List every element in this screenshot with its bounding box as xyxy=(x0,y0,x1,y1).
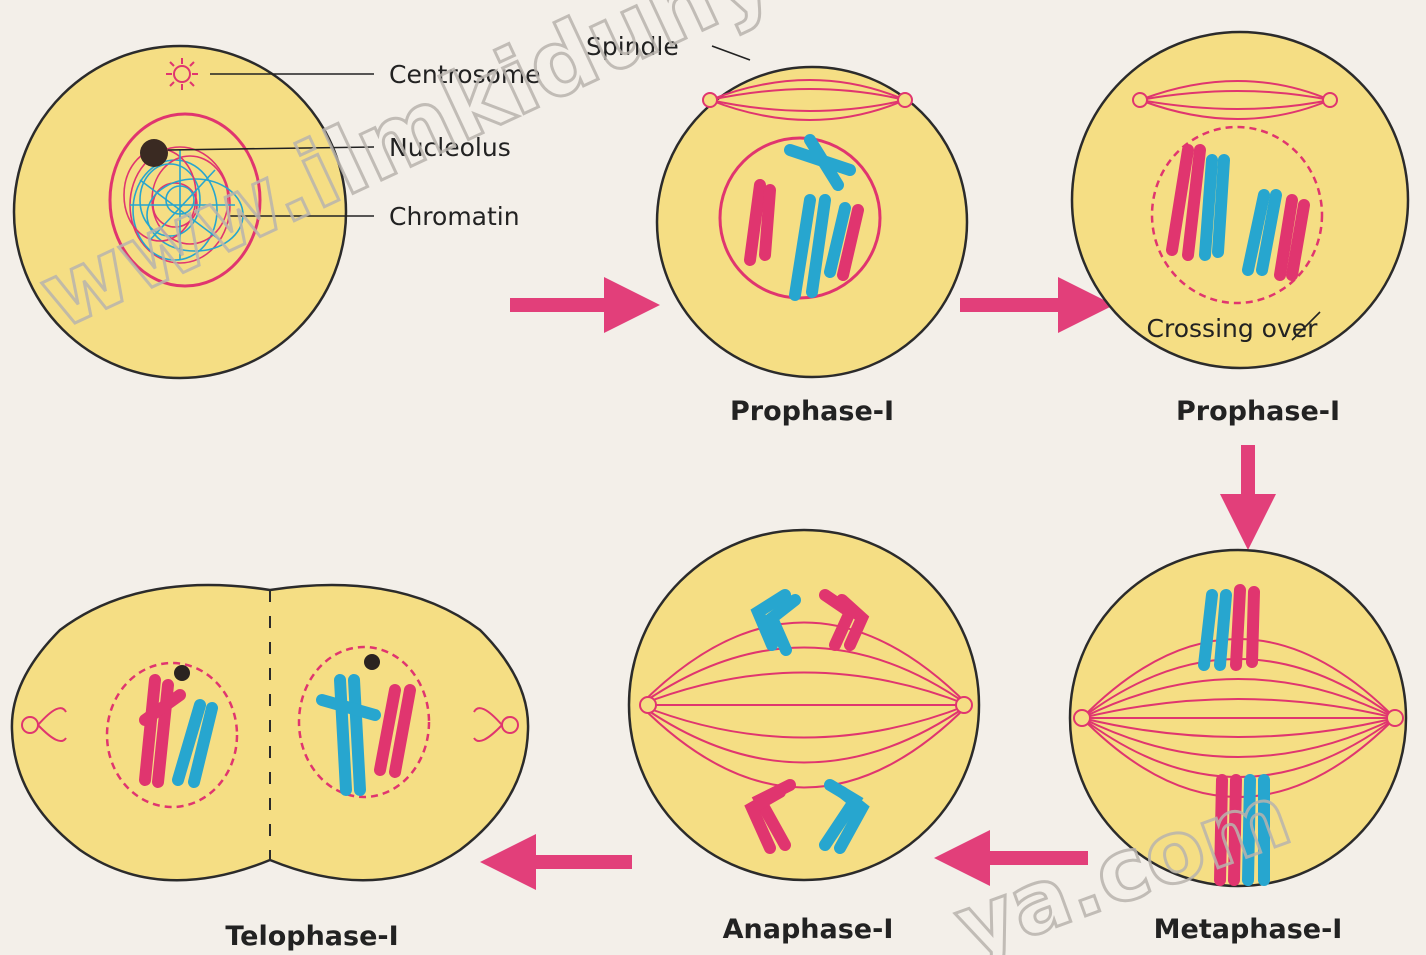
nucleolus-dot xyxy=(174,665,190,681)
nucleolus-dot xyxy=(364,654,380,670)
cell-telophase xyxy=(12,585,528,880)
nucleolus-dot xyxy=(140,139,168,167)
stage-title-metaphase: Metaphase-I xyxy=(1154,914,1343,945)
stage-title-telophase: Telophase-I xyxy=(225,921,398,952)
cell-anaphase xyxy=(629,530,979,880)
stage-title-anaphase: Anaphase-I xyxy=(723,914,894,945)
stage-title-prophase-1: Prophase-I xyxy=(730,396,894,427)
centrosome-icon xyxy=(166,58,198,90)
chromatin-label: Chromatin xyxy=(389,202,520,231)
cell-prophase-1 xyxy=(657,67,967,377)
stage-title-prophase-2: Prophase-I xyxy=(1176,396,1340,427)
